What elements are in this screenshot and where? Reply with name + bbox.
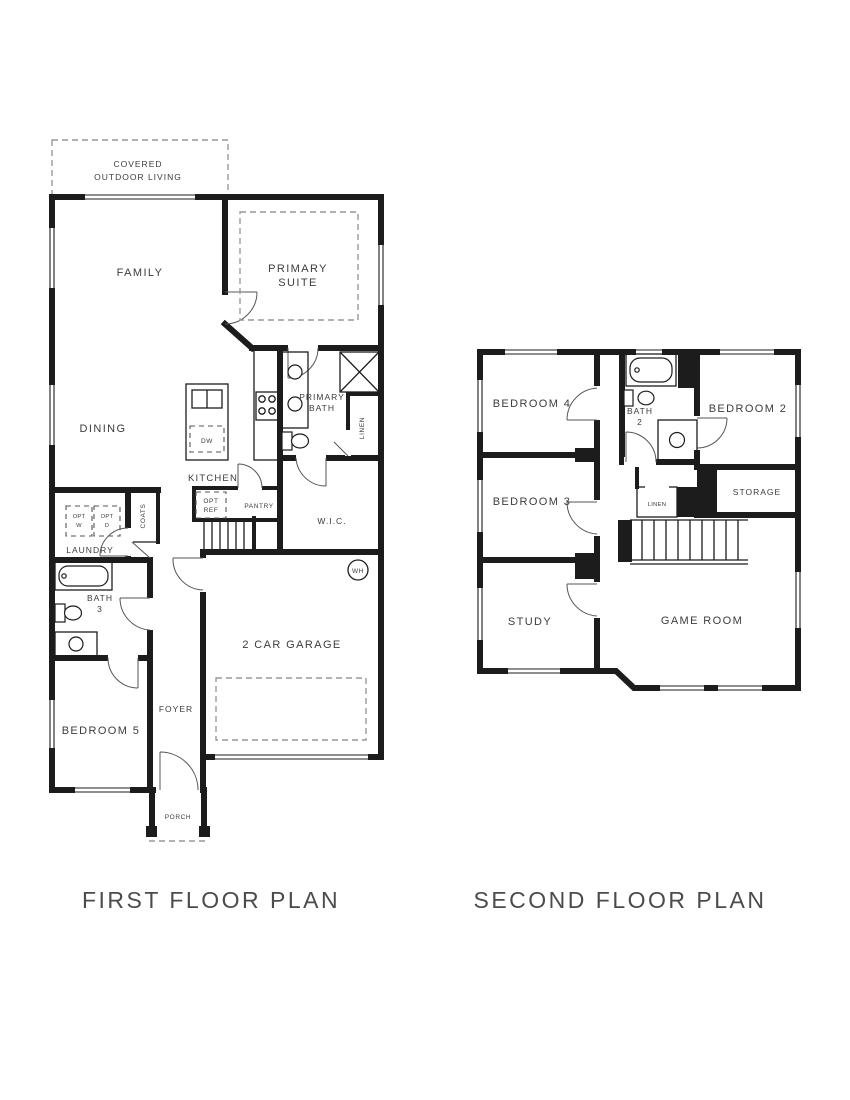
porch-label: PORCH — [165, 814, 191, 821]
bath3-fixtures: BATH 3 — [54, 561, 113, 657]
laundry-room: OPT W OPT D LAUNDRY COATS — [65, 503, 147, 555]
porch: PORCH — [146, 787, 210, 842]
covered-outdoor-label-line2: OUTDOOR LIVING — [94, 172, 182, 182]
bath2-label-line1: BATH — [627, 406, 653, 416]
bedroom3-label: BEDROOM 3 — [493, 496, 572, 508]
linen-label-second: LINEN — [648, 502, 667, 508]
dishwasher-label: DW — [201, 438, 213, 445]
bath2-label-line2: 2 — [637, 417, 643, 427]
primary-suite-label-line1: PRIMARY — [268, 263, 328, 275]
second-floor-title: SECOND FLOOR PLAN — [473, 887, 767, 913]
foyer-label: FOYER — [159, 704, 193, 714]
family-label: FAMILY — [117, 267, 164, 279]
bedroom4-label: BEDROOM 4 — [493, 398, 572, 410]
bath3-label-line2: 3 — [97, 604, 103, 614]
water-heater-label: WH — [352, 568, 364, 575]
opt-ref-label-line1: OPT — [203, 498, 218, 505]
pantry-label: PANTRY — [244, 503, 273, 510]
primary-bath-label-line1: PRIMARY — [299, 392, 345, 402]
covered-outdoor-label-line1: COVERED — [113, 159, 162, 169]
bedroom5-label: BEDROOM 5 — [62, 725, 141, 737]
laundry-label: LAUNDRY — [66, 545, 113, 555]
second-floor-plan: BATH 2 LINEN BEDROOM 4 BEDROOM 2 BEDROOM… — [475, 347, 803, 693]
opt-ref-label-line2: REF — [204, 507, 219, 514]
linen-closet-second-floor: LINEN — [636, 483, 678, 518]
coats-label: COATS — [140, 503, 147, 528]
wic-label: W.I.C. — [317, 516, 346, 526]
opt-dryer-label-line2: D — [105, 523, 110, 529]
opt-washer-label-line1: OPT — [73, 514, 86, 520]
storage-label: STORAGE — [733, 487, 781, 497]
dining-label: DINING — [80, 423, 127, 435]
room-labels-second-floor: BEDROOM 4 BEDROOM 2 BEDROOM 3 STORAGE ST… — [493, 398, 788, 628]
primary-bath-label-line2: BATH — [309, 403, 335, 413]
primary-bath-fixtures: PRIMARY BATH LINEN — [281, 351, 380, 451]
garage: WH 2 CAR GARAGE — [215, 559, 369, 741]
stairs-second-floor — [630, 519, 748, 565]
stairs-first-floor — [203, 520, 245, 552]
primary-suite: PRIMARY SUITE — [239, 211, 359, 321]
bath2-fixtures: BATH 2 — [623, 353, 698, 463]
room-labels-first-floor: FAMILY DINING KITCHEN PANTRY W.I.C. BEDR… — [62, 267, 346, 737]
linen-label-first: LINEN — [359, 417, 366, 439]
kitchen-label: KITCHEN — [188, 473, 238, 484]
opt-dryer-label-line1: OPT — [101, 514, 114, 520]
study-label: STUDY — [508, 616, 552, 628]
game-room-label: GAME ROOM — [661, 615, 743, 627]
primary-suite-label-line2: SUITE — [278, 277, 317, 289]
bedroom2-label: BEDROOM 2 — [709, 403, 788, 415]
covered-outdoor-living: COVERED OUTDOOR LIVING — [51, 139, 229, 198]
first-floor-windows — [47, 192, 386, 795]
opt-washer-label-line2: W — [76, 523, 82, 529]
kitchen-fixtures: DW OPT REF — [185, 349, 281, 519]
first-floor-title: FIRST FLOOR PLAN — [81, 887, 341, 913]
bath3-label-line1: BATH — [87, 593, 113, 603]
second-floor-windows — [475, 347, 803, 693]
garage-label: 2 CAR GARAGE — [242, 639, 341, 651]
first-floor-plan: COVERED OUTDOOR LIVING — [47, 139, 386, 842]
first-floor-doors — [99, 291, 351, 795]
